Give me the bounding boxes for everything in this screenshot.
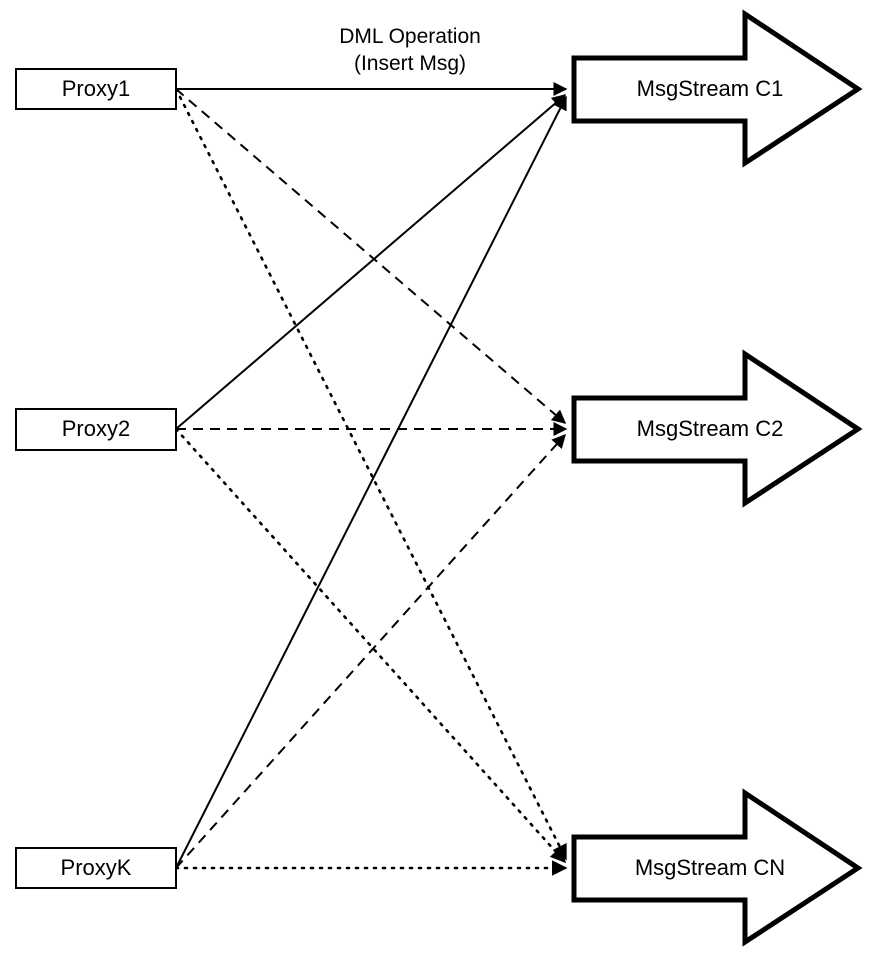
stream-node-cn[interactable]: MsgStream CN — [571, 788, 863, 947]
proxy2-label: Proxy2 — [62, 416, 130, 441]
connection-layer — [174, 82, 568, 876]
proxy-node-proxy1[interactable]: Proxy1 — [15, 68, 177, 110]
connection-proxy2-to-stream-cn[interactable] — [174, 427, 567, 864]
proxyk-label: ProxyK — [61, 855, 132, 880]
dml-operation-line2: (Insert Msg) — [354, 52, 466, 75]
dml-operation-line1: DML Operation — [339, 25, 481, 48]
proxy1-box[interactable] — [15, 68, 177, 110]
connection-proxy1-to-stream-cn[interactable] — [174, 87, 568, 861]
proxy1-label: Proxy1 — [62, 76, 130, 101]
connection-proxy1-to-stream-c2[interactable] — [175, 88, 567, 424]
stream-cn-block-arrow-icon[interactable] — [571, 788, 863, 947]
connection-proxyk-to-stream-c2[interactable] — [175, 433, 566, 869]
stream-nodes: MsgStream C1 MsgStream C2 MsgStream CN — [571, 9, 863, 947]
stream-cn-label: MsgStream CN — [635, 855, 785, 880]
proxyk-box[interactable] — [15, 847, 177, 889]
stream-c1-label: MsgStream C1 — [637, 76, 784, 101]
stream-c2-label: MsgStream C2 — [637, 416, 784, 441]
connection-proxyk-to-stream-c1[interactable] — [175, 95, 567, 869]
proxy-nodes: Proxy1 Proxy2 ProxyK — [15, 68, 177, 889]
stream-c2-block-arrow-icon[interactable] — [571, 349, 863, 508]
edge-annotation-dml-operation: DML Operation (Insert Msg) — [339, 25, 481, 75]
proxy-node-proxy2[interactable]: Proxy2 — [15, 408, 177, 451]
stream-node-c1[interactable]: MsgStream C1 — [571, 9, 863, 168]
stream-node-c2[interactable]: MsgStream C2 — [571, 349, 863, 508]
stream-c1-block-arrow-icon[interactable] — [571, 9, 863, 168]
proxy2-box[interactable] — [15, 408, 177, 451]
connection-proxy2-to-stream-c1[interactable] — [175, 94, 567, 430]
proxy-node-proxyk[interactable]: ProxyK — [15, 847, 177, 889]
